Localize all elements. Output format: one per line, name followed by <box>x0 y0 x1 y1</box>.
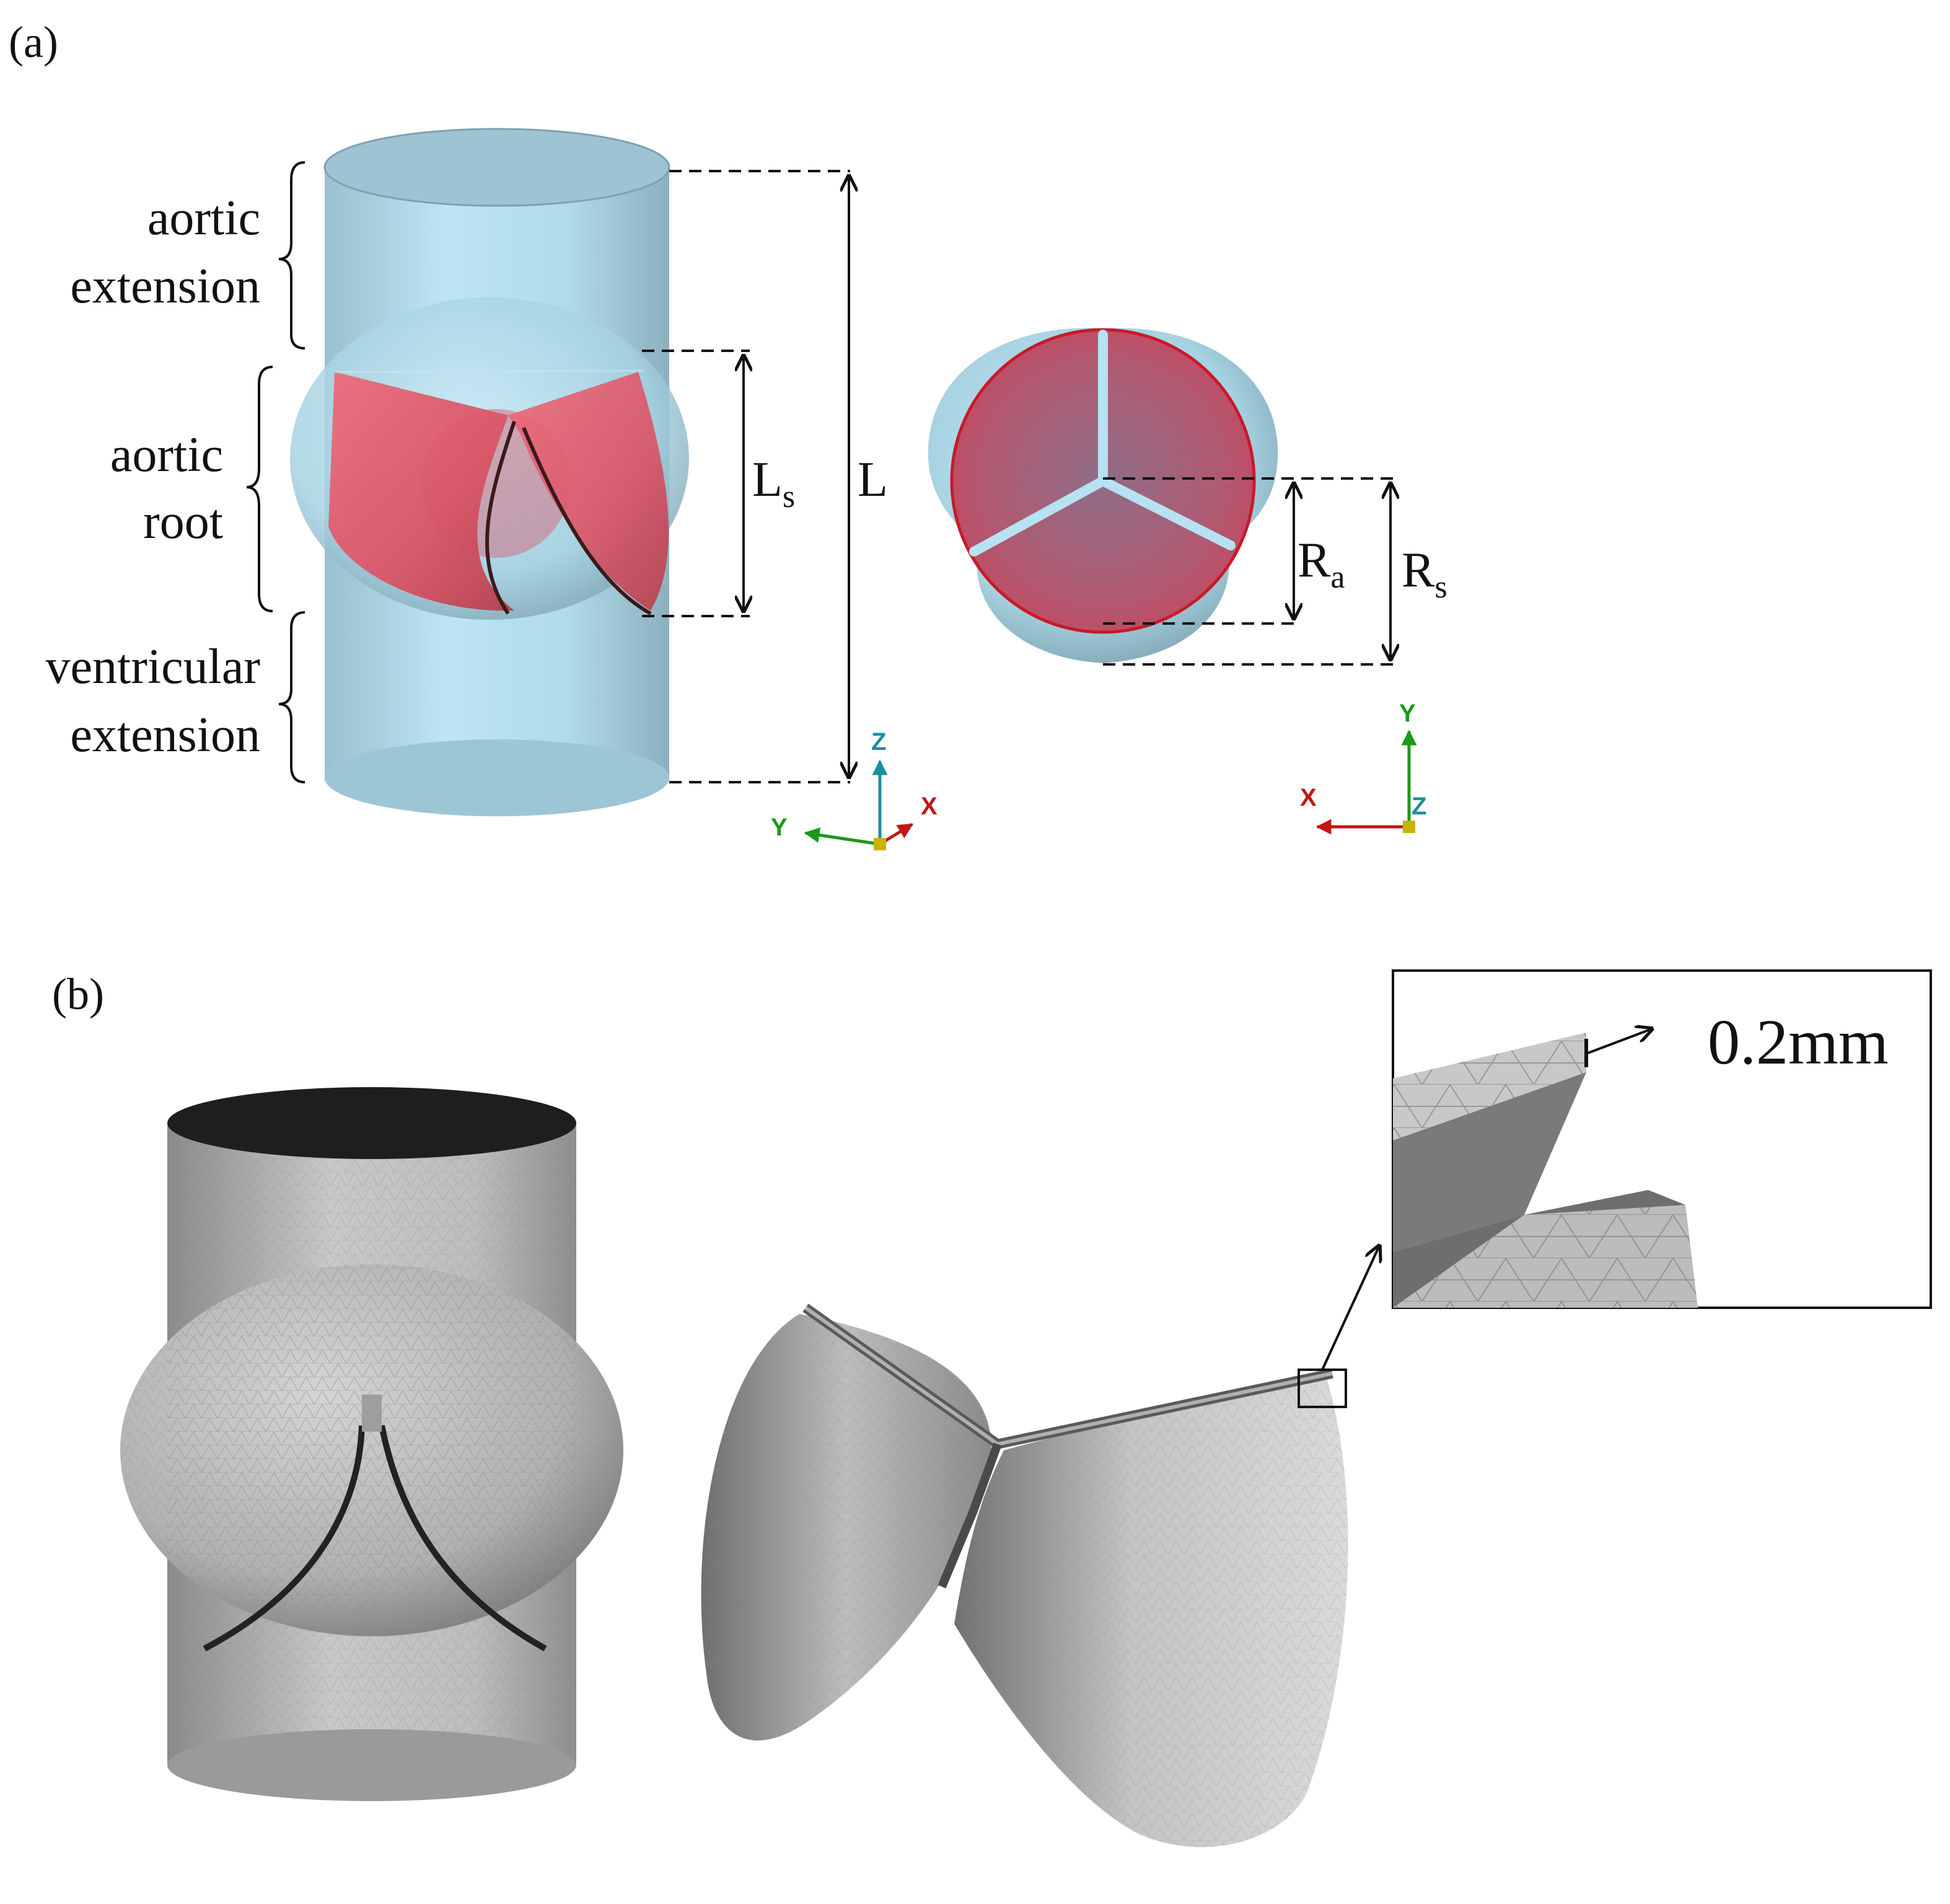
axis-triad-right: Y X Z <box>1300 700 1426 835</box>
dim-label-L: L <box>858 452 888 507</box>
dimension-lines-side <box>642 170 850 783</box>
dim-label-Rs: Rs <box>1402 543 1447 605</box>
label-aortic-extension-line2: extension <box>70 259 260 314</box>
label-aortic-root-line2: root <box>143 495 223 549</box>
panel-b-label: (b) <box>52 969 104 1019</box>
dim-label-Ls: Ls <box>752 452 795 514</box>
region-brace-aortic-root <box>246 366 273 612</box>
meshed-leaflets-model <box>701 1246 1379 1848</box>
dimension-lines-top <box>1103 477 1394 666</box>
meshed-aortic-root-model <box>120 1087 623 1801</box>
axis-label-x-left: X <box>921 793 938 820</box>
axis-triad-left: Z Y X <box>771 728 938 850</box>
aortic-root-top-view <box>928 328 1278 663</box>
inset-thickness-label: 0.2mm <box>1708 1007 1889 1078</box>
axis-label-y-left: Y <box>771 814 788 841</box>
region-brace-aortic-extension <box>278 161 305 350</box>
panel-a-label: (a) <box>9 17 58 67</box>
axis-label-y-right: Y <box>1399 700 1416 727</box>
axis-label-z-left: Z <box>871 728 886 756</box>
label-aortic-extension-line1: aortic <box>147 191 260 245</box>
axis-label-x-right: X <box>1300 784 1317 811</box>
label-ventricular-extension-line1: ventricular <box>46 640 260 694</box>
aortic-root-side-view <box>290 128 689 816</box>
label-aortic-root-line1: aortic <box>110 428 223 482</box>
mesh-thickness-inset: 0.2mm <box>1392 969 1932 1309</box>
axis-label-z-right: Z <box>1412 793 1426 820</box>
label-ventricular-extension-line2: extension <box>70 708 260 762</box>
dim-label-Ra: Ra <box>1298 533 1345 595</box>
region-brace-ventricular-extension <box>278 611 305 783</box>
